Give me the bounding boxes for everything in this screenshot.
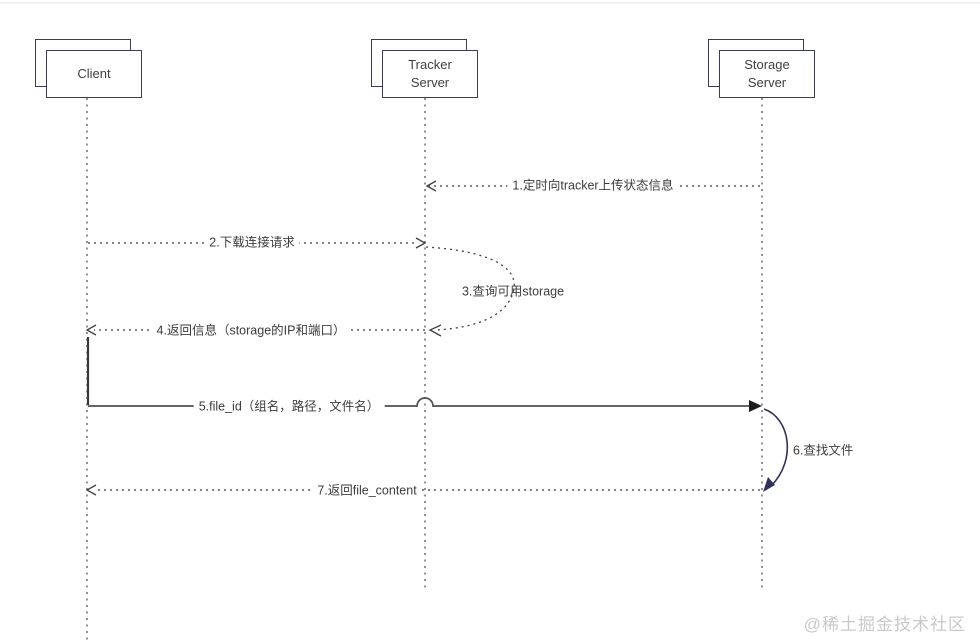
message-2-arrowhead [415, 237, 427, 249]
message-6-arrowhead [763, 477, 775, 492]
message-5-label: 5.file_id（组名，路径，文件名） [193, 399, 385, 415]
message-4-arrowhead [85, 324, 97, 336]
message-5-arrowhead [749, 400, 762, 412]
message-6-label: 6.查找文件 [793, 443, 854, 458]
message-7-arrowhead [85, 484, 97, 496]
message-7-label: 7.返回file_content [312, 483, 422, 499]
actor-tracker-box: Tracker Server [382, 50, 478, 98]
message-3-arrowhead [428, 324, 442, 337]
message-3-label: 3.查询可用storage [461, 284, 565, 299]
message-4-label: 4.返回信息（storage的IP和端口） [151, 323, 351, 339]
actor-storage-label: Storage Server [744, 56, 790, 90]
message-1-arrowhead [425, 180, 437, 192]
watermark: @稀土掘金技术社区 [803, 615, 966, 634]
actor-storage-box: Storage Server [719, 50, 815, 98]
message-1-label: 1.定时向tracker上传状态信息 [507, 178, 679, 194]
message-6-arc [763, 408, 789, 487]
actor-client-box: Client [46, 50, 142, 98]
message-2-label: 2.下载连接请求 [204, 235, 300, 251]
actor-client-label: Client [77, 65, 111, 81]
actor-tracker-label: Tracker Server [408, 56, 452, 90]
message-3-arc [425, 246, 515, 331]
message-5-line [88, 397, 750, 407]
